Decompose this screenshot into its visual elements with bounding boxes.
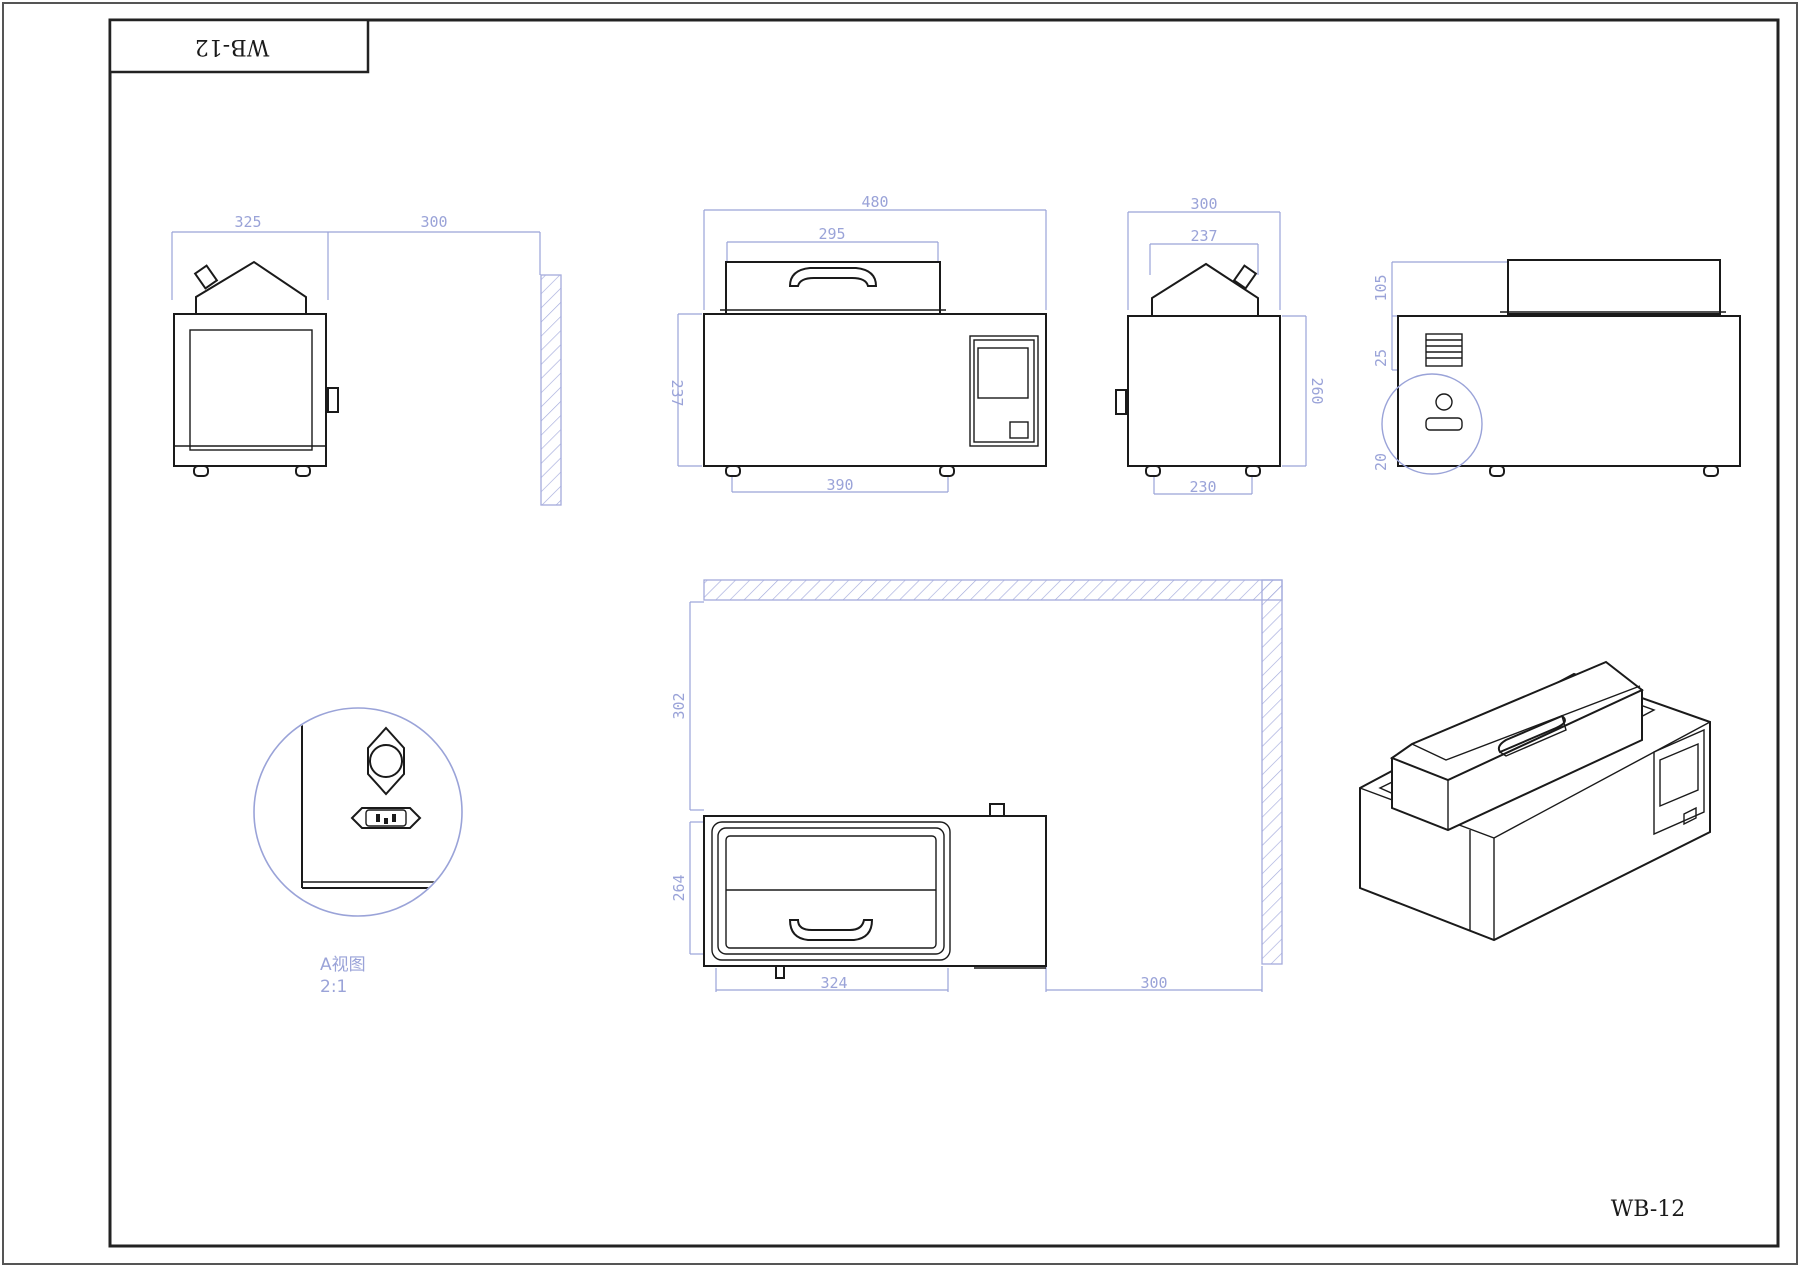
wall-hatch-right [1261, 579, 1283, 965]
rear-view: 105 25 20 [1372, 259, 1741, 477]
dim-side-base: 230 [1189, 478, 1216, 496]
title-block: WB-12 [108, 18, 370, 74]
dim-left-clearance: 300 [420, 213, 447, 231]
detail-view-a: A视图 2:1 [253, 707, 463, 997]
dim-top-clearance: 302 [670, 692, 688, 719]
dim-top-side-clearance: 300 [1140, 974, 1167, 992]
dim-rear-vent: 25 [1372, 349, 1390, 367]
dim-front-height: 237 [668, 379, 686, 406]
title-block-text: WB-12 [195, 34, 270, 59]
wall-hatch-left [540, 274, 562, 506]
dim-left-width: 325 [234, 213, 261, 231]
wall-hatch-top [703, 579, 1283, 601]
dim-rear-small: 20 [1372, 453, 1390, 471]
dim-side-height: 260 [1308, 377, 1326, 404]
dim-front-lid: 295 [818, 225, 845, 243]
detail-marker-circle [1381, 373, 1483, 475]
right-side-view: 300 237 260 230 [1115, 195, 1326, 496]
dim-front-total: 480 [861, 193, 888, 211]
corner-model-label: WB-12 [1611, 1197, 1686, 1222]
detail-caption-title: A视图 [320, 955, 366, 975]
left-side-view: 325 300 [171, 213, 562, 506]
dim-top-basin: 324 [820, 974, 847, 992]
dim-side-total: 300 [1190, 195, 1217, 213]
top-view: 302 264 324 300 [670, 579, 1283, 992]
dim-rear-lid-height: 105 [1372, 274, 1390, 301]
dim-front-base: 390 [826, 476, 853, 494]
dim-top-depth: 264 [670, 874, 688, 901]
dim-side-lid: 237 [1190, 227, 1217, 245]
vent-grille [1425, 333, 1463, 367]
drawing-frame [108, 18, 1780, 1248]
isometric-view [1359, 660, 1711, 942]
detail-caption-scale: 2:1 [320, 977, 347, 997]
front-view: 480 295 237 390 [668, 193, 1047, 494]
